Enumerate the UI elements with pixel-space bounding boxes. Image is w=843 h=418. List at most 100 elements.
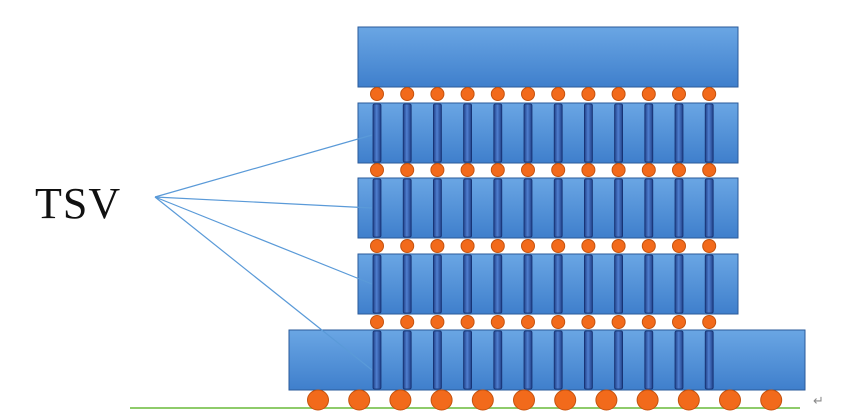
- tsv-via: [523, 330, 533, 390]
- tsv-via: [553, 254, 563, 314]
- micro-bump: [641, 87, 656, 101]
- tsv-via: [523, 103, 533, 163]
- micro-bump: [581, 87, 596, 101]
- micro-bump: [490, 87, 505, 101]
- top-die: [357, 26, 739, 88]
- tsv-via: [432, 178, 442, 238]
- micro-bump: [581, 315, 596, 329]
- solder-ball: [307, 389, 329, 411]
- micro-bump: [490, 239, 505, 253]
- tsv-via: [674, 103, 684, 163]
- tsv-via: [493, 178, 503, 238]
- micro-bump: [400, 315, 415, 329]
- micro-bump: [521, 87, 535, 101]
- solder-ball: [719, 389, 741, 411]
- tsv-via: [584, 330, 593, 390]
- micro-bump: [370, 315, 384, 329]
- tsv-via: [614, 103, 623, 163]
- solder-ball: [636, 389, 659, 411]
- tsv-label: TSV: [35, 179, 122, 228]
- micro-bump: [611, 315, 626, 329]
- micro-bump: [370, 163, 384, 177]
- tsv-via: [614, 178, 623, 238]
- tsv-via: [493, 103, 503, 163]
- micro-bump: [521, 315, 535, 329]
- tsv-via: [553, 330, 563, 390]
- micro-bump: [581, 239, 596, 253]
- tsv-via: [644, 330, 654, 390]
- tsv-via: [614, 330, 623, 390]
- solder-ball: [595, 389, 618, 411]
- micro-bump: [460, 239, 475, 253]
- solder-ball: [389, 389, 412, 411]
- micro-bump: [430, 87, 445, 101]
- tsv-via: [584, 178, 593, 238]
- solder-ball: [513, 389, 535, 411]
- micro-bump: [430, 163, 445, 177]
- tsv-via: [553, 103, 563, 163]
- tsv-via: [704, 330, 714, 390]
- tsv-via: [674, 330, 684, 390]
- tsv-via: [704, 254, 714, 314]
- tsv-via: [493, 254, 503, 314]
- micro-bump: [551, 315, 566, 329]
- tsv-leader-line: [154, 134, 373, 198]
- micro-bump: [551, 163, 566, 177]
- solder-ball: [554, 389, 577, 411]
- tsv-via: [704, 178, 714, 238]
- micro-bump: [460, 163, 475, 177]
- micro-bump: [581, 163, 596, 177]
- tsv-via: [432, 103, 442, 163]
- tsv-via: [372, 330, 382, 390]
- micro-bump: [672, 163, 686, 177]
- tsv-leader-line: [154, 196, 373, 371]
- tsv-via: [674, 178, 684, 238]
- micro-bump: [400, 87, 415, 101]
- tsv-via: [463, 330, 473, 390]
- tsv-via: [402, 103, 412, 163]
- micro-bump: [430, 315, 445, 329]
- tsv-via: [644, 178, 654, 238]
- tsv-via: [432, 330, 442, 390]
- micro-bump: [490, 315, 505, 329]
- tsv-via: [402, 330, 412, 390]
- tsv-via: [523, 254, 533, 314]
- micro-bump: [460, 87, 475, 101]
- micro-bump: [551, 87, 566, 101]
- tsv-via: [704, 103, 714, 163]
- tsv-via: [372, 254, 382, 314]
- solder-ball: [760, 389, 783, 411]
- micro-bump: [551, 239, 566, 253]
- tsv-via: [463, 103, 473, 163]
- tsv-via: [644, 254, 654, 314]
- tsv-via: [372, 103, 382, 163]
- tsv-via: [372, 178, 382, 238]
- micro-bump: [641, 163, 656, 177]
- tsv-via: [463, 178, 473, 238]
- micro-bump: [611, 163, 626, 177]
- tsv-via: [493, 330, 503, 390]
- tsv-via: [614, 254, 623, 314]
- solder-ball: [348, 389, 371, 411]
- tsv-leader-line: [154, 196, 373, 209]
- solder-ball: [677, 389, 700, 411]
- tsv-via: [584, 254, 593, 314]
- tsv-via: [584, 103, 593, 163]
- micro-bump: [490, 163, 505, 177]
- tsv-via: [463, 254, 473, 314]
- tsv-via: [432, 254, 442, 314]
- micro-bump: [641, 315, 656, 329]
- micro-bump: [702, 163, 717, 177]
- paragraph-return-icon: ↵: [813, 394, 824, 409]
- tsv-via: [553, 178, 563, 238]
- tsv-via: [402, 178, 412, 238]
- micro-bump: [702, 315, 717, 329]
- micro-bump: [672, 315, 686, 329]
- tsv-via: [402, 254, 412, 314]
- tsv-via: [644, 103, 654, 163]
- micro-bump: [521, 239, 535, 253]
- micro-bump: [400, 239, 415, 253]
- tsv-leader-line: [154, 196, 373, 285]
